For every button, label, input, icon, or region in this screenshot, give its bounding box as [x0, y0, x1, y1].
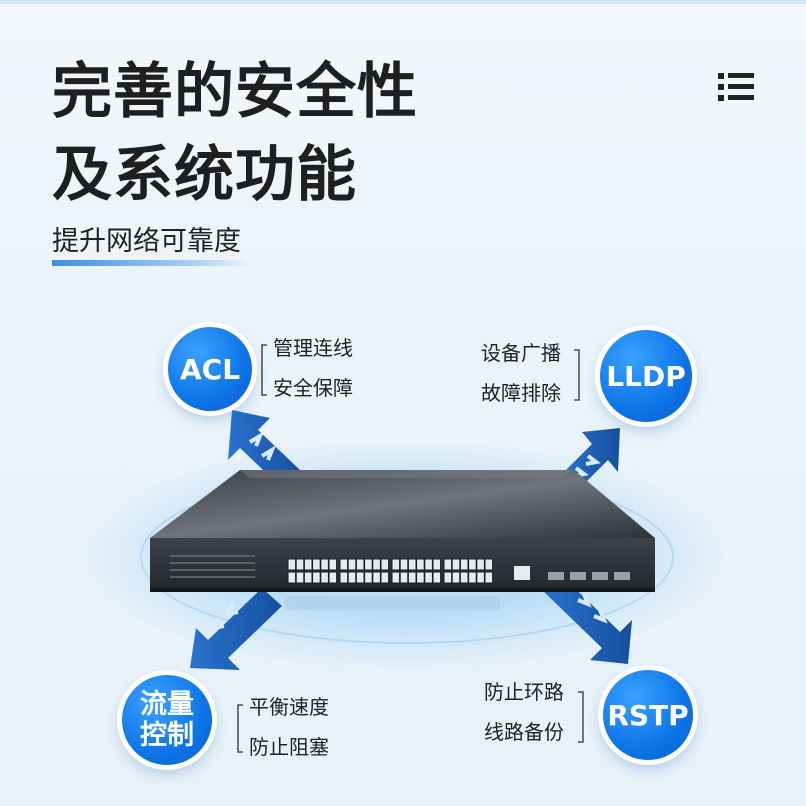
ethernet-port [320, 571, 329, 584]
ethernet-port [468, 571, 477, 584]
ethernet-port [320, 558, 329, 571]
ethernet-port [399, 558, 409, 571]
ethernet-port [355, 571, 365, 584]
ethernet-port [416, 558, 425, 571]
flow-control-name-line2: 控制 [140, 720, 194, 751]
rstp-feature-1: 防止环路 [484, 680, 564, 704]
ethernet-port [391, 571, 401, 584]
ethernet-port [451, 558, 461, 571]
ethernet-port [468, 558, 477, 571]
lldp-feature-1: 设备广播 [481, 341, 561, 365]
ethernet-port [364, 571, 373, 584]
acl-feature-2: 安全保障 [273, 376, 353, 400]
rstp-feature-2: 线路备份 [484, 720, 564, 744]
ethernet-port [339, 571, 349, 584]
ethernet-port [407, 558, 417, 571]
ethernet-port [424, 558, 433, 571]
flow-control-name-line1: 流量 [140, 688, 194, 720]
ethernet-port [303, 571, 313, 584]
acl-badge: ACL [168, 327, 252, 411]
ethernet-port [407, 571, 417, 584]
ethernet-port [312, 571, 321, 584]
ethernet-port [443, 571, 453, 584]
ethernet-port [303, 558, 313, 571]
ethernet-port [476, 558, 485, 571]
ethernet-port [364, 558, 373, 571]
ethernet-port [339, 558, 349, 571]
ethernet-port [424, 571, 433, 584]
flow-control-badge: 流量控制 [122, 675, 212, 765]
ethernet-port [287, 558, 297, 571]
arrow-up-left-icon [228, 410, 300, 488]
ethernet-port [399, 571, 409, 584]
ethernet-port [432, 558, 442, 571]
ethernet-port [328, 558, 338, 571]
ethernet-port [287, 571, 297, 584]
ethernet-port [391, 558, 401, 571]
lldp-feature-2: 故障排除 [481, 381, 561, 405]
page-title-line2: 及系统功能 [52, 140, 357, 210]
ethernet-port [476, 571, 485, 584]
arrow-down-left-icon [190, 588, 282, 670]
acl-feature-1: 管理连线 [273, 336, 353, 360]
ethernet-port [328, 571, 338, 584]
ethernet-port [372, 571, 381, 584]
ethernet-port [432, 571, 442, 584]
ethernet-port [295, 571, 305, 584]
network-switch-illustration [150, 470, 655, 610]
ethernet-port [484, 571, 494, 584]
ethernet-port [451, 571, 461, 584]
ethernet-port [372, 558, 381, 571]
ethernet-port [347, 558, 357, 571]
ethernet-port [459, 558, 469, 571]
flow-feature-2: 防止阻塞 [249, 735, 329, 759]
ethernet-port [443, 558, 453, 571]
ethernet-port [416, 571, 425, 584]
rstp-badge: RSTP [603, 670, 693, 760]
ethernet-port [312, 558, 321, 571]
lldp-badge: LLDP [600, 330, 692, 422]
arrow-down-right-icon [540, 572, 632, 664]
connector-lines [237, 344, 584, 753]
ethernet-port [380, 571, 390, 584]
ethernet-port [347, 571, 357, 584]
ethernet-port [355, 558, 365, 571]
page-subtitle: 提升网络可靠度 [52, 226, 241, 257]
top-border [0, 0, 806, 4]
page-title-line1: 完善的安全性 [52, 57, 418, 127]
ethernet-port [380, 558, 390, 571]
ethernet-port [459, 571, 469, 584]
subtitle-underline [52, 260, 252, 266]
ethernet-port [484, 558, 494, 571]
menu-icon[interactable] [718, 72, 756, 102]
ethernet-port [295, 558, 305, 571]
flow-feature-1: 平衡速度 [249, 695, 329, 719]
